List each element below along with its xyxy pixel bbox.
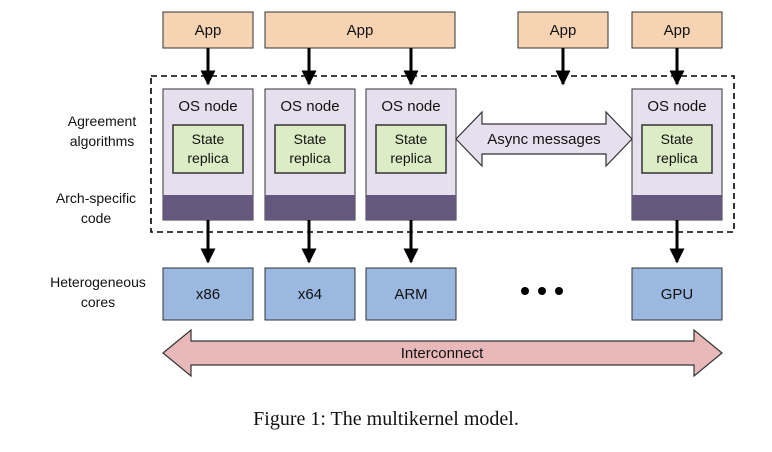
os-node: OS node State replica [162, 88, 254, 221]
state-replica-line1: State [192, 131, 225, 147]
core-label: x86 [196, 286, 220, 303]
interconnect-arrow: Interconnect [162, 328, 723, 378]
kernel-boundary [150, 75, 735, 233]
core-label: ARM [394, 286, 427, 303]
interconnect-label: Interconnect [401, 345, 484, 362]
cores-label-line1: Heterogeneous [50, 274, 146, 290]
app-label: App [195, 22, 222, 39]
app-box: App [162, 11, 254, 49]
state-replica-line2: replica [390, 150, 431, 166]
core-box: x64 [264, 267, 356, 321]
os-node: OS node State replica [264, 88, 356, 221]
figure-caption: Figure 1: The multikernel model. [253, 408, 519, 430]
os-node-title: OS node [381, 98, 440, 115]
app-box: App [264, 11, 456, 49]
state-replica-line1: State [661, 131, 694, 147]
state-replica-line2: replica [289, 150, 330, 166]
arch-specific-block [265, 195, 355, 220]
os-node: OS node State replica [631, 88, 723, 221]
state-replica-line1: State [395, 131, 428, 147]
core-label: GPU [661, 286, 694, 303]
core-box: ARM [365, 267, 457, 321]
state-replica [172, 124, 244, 174]
async-messages-label: Async messages [487, 131, 600, 148]
agreement-label-line2: algorithms [70, 133, 135, 149]
app-box: App [631, 11, 723, 49]
core-box: x86 [162, 267, 254, 321]
state-replica [274, 124, 346, 174]
agreement-label-line1: Agreement [68, 113, 137, 129]
os-node-title: OS node [178, 98, 237, 115]
multikernel-diagram: App App App App Agreement algorithms Arc… [50, 11, 735, 378]
os-node-title: OS node [647, 98, 706, 115]
state-replica [375, 124, 447, 174]
core-label: x64 [298, 286, 322, 303]
cores-label-line2: cores [81, 294, 115, 310]
async-messages-arrow: Async messages [455, 110, 633, 168]
arch-specific-block [632, 195, 722, 220]
state-replica-line1: State [294, 131, 327, 147]
app-label: App [347, 22, 374, 39]
app-box: App [517, 11, 609, 49]
arch-label-line2: code [81, 210, 112, 226]
arch-specific-block [163, 195, 253, 220]
state-replica-line2: replica [656, 150, 697, 166]
arch-specific-block [366, 195, 456, 220]
core-box: GPU [631, 267, 723, 321]
arch-label-line1: Arch-specific [56, 190, 136, 206]
node-to-core-arrows [200, 220, 685, 264]
app-label: App [664, 22, 691, 39]
state-replica-line2: replica [187, 150, 228, 166]
ellipsis-dots [521, 287, 563, 295]
os-node-title: OS node [280, 98, 339, 115]
state-replica [641, 124, 713, 174]
app-to-node-arrows [200, 48, 685, 86]
os-node: OS node State replica [365, 88, 457, 221]
app-label: App [550, 22, 577, 39]
